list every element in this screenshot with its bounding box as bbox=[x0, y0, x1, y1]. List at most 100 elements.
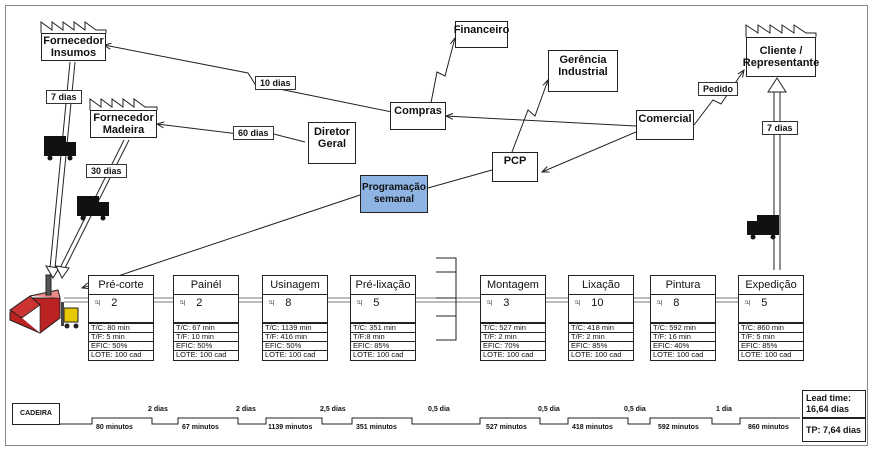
data-row-tf: T/F: 5 min bbox=[89, 332, 153, 342]
data-row-tf: T/F: 16 min bbox=[651, 332, 715, 342]
compras-box: Compras bbox=[390, 102, 446, 130]
compras-to-insumos-line bbox=[104, 45, 393, 113]
process-time: 860 minutos bbox=[748, 424, 789, 431]
fornecedor-madeira-roof bbox=[89, 98, 158, 110]
process-box: Expedição bbox=[738, 275, 804, 295]
process-box: Pré-lixação bbox=[350, 275, 416, 295]
truck-icon-2 bbox=[77, 196, 109, 221]
data-row-efic: EFIC: 85% bbox=[351, 341, 415, 351]
operator-icon: ♃ bbox=[267, 297, 276, 309]
lead-time-box: Lead time: 16,64 dias bbox=[802, 390, 866, 418]
wait-time: 1 dia bbox=[716, 406, 732, 413]
comercial-to-pcp-line bbox=[542, 131, 637, 172]
compras-to-financeiro-line bbox=[429, 38, 455, 109]
tp-box: TP: 7,64 dias bbox=[802, 418, 866, 442]
operator-icon: ♃ bbox=[178, 297, 187, 309]
operator-number: 10 bbox=[591, 297, 604, 309]
operator-count: ♃2 bbox=[88, 295, 154, 323]
process-box: Pintura bbox=[650, 275, 716, 295]
data-row-tc: T/C: 67 min bbox=[174, 323, 238, 333]
data-row-tc: T/C: 80 min bbox=[89, 323, 153, 333]
data-row-lote: LOTE: 100 cad bbox=[653, 350, 704, 359]
operator-number: 8 bbox=[673, 297, 680, 309]
fornecedor-insumos-roof bbox=[40, 21, 107, 33]
operator-icon: ♃ bbox=[573, 297, 582, 309]
operator-icon: ♃ bbox=[485, 297, 494, 309]
data-row-lote: LOTE: 100 cad bbox=[91, 350, 142, 359]
truck-icon-3 bbox=[747, 215, 779, 240]
comercial-to-cliente-line bbox=[693, 70, 744, 126]
operator-number: 2 bbox=[196, 297, 203, 309]
operator-count: ♃5 bbox=[350, 295, 416, 323]
financeiro-box: Financeiro bbox=[454, 21, 509, 48]
wait-time: 2 dias bbox=[236, 406, 256, 413]
comercial-box: Comercial bbox=[636, 110, 694, 140]
pcp-to-programacao-line bbox=[427, 169, 493, 189]
factory-icon bbox=[9, 274, 61, 334]
process-box: Painél bbox=[173, 275, 239, 295]
operator-number: 5 bbox=[761, 297, 768, 309]
label-10-dias: 10 dias bbox=[255, 76, 296, 90]
diagram-frame bbox=[5, 5, 868, 446]
wait-time: 0,5 dia bbox=[624, 406, 646, 413]
process-time: 527 minutos bbox=[486, 424, 527, 431]
timeline-step-line bbox=[60, 417, 800, 425]
pcp-box: PCP bbox=[492, 152, 538, 182]
operator-count: ♃8 bbox=[650, 295, 716, 323]
data-row-lote: LOTE: 100 cad bbox=[353, 350, 404, 359]
data-row-lote: LOTE: 100 cad bbox=[741, 350, 792, 359]
wait-time: 0,5 dia bbox=[538, 406, 560, 413]
process-box: Montagem bbox=[480, 275, 546, 295]
operator-icon: ♃ bbox=[743, 297, 752, 309]
process-time: 1139 minutos bbox=[268, 424, 313, 431]
data-row-tc: T/C: 351 min bbox=[351, 323, 415, 333]
data-row-tf: T/F: 5 min bbox=[739, 332, 803, 342]
data-row-lote: LOTE: 100 cad bbox=[176, 350, 227, 359]
operator-count: ♃8 bbox=[262, 295, 328, 323]
process-time: 351 minutos bbox=[356, 424, 397, 431]
operator-count: ♃ 10 bbox=[568, 295, 634, 323]
label-pedido: Pedido bbox=[698, 82, 739, 96]
data-row-tf: T/F: 2 min bbox=[569, 332, 633, 342]
data-row-tf: T/F: 10 min bbox=[174, 332, 238, 342]
gerencia-box: Gerência Industrial bbox=[548, 50, 618, 92]
wait-time: 0,5 dia bbox=[428, 406, 450, 413]
process-time: 592 minutos bbox=[658, 424, 699, 431]
process-time: 80 minutos bbox=[96, 424, 133, 431]
data-row-efic: EFIC: 50% bbox=[174, 341, 238, 351]
process-box: Usinagem bbox=[262, 275, 328, 295]
label-7-dias-cliente: 7 dias bbox=[762, 121, 798, 135]
operator-count: ♃5 bbox=[738, 295, 804, 323]
data-row-tf: T/F: 416 min bbox=[263, 332, 327, 342]
operator-icon: ♃ bbox=[655, 297, 664, 309]
operator-icon: ♃ bbox=[93, 297, 102, 309]
label-60-dias: 60 dias bbox=[233, 126, 274, 140]
data-row-tc: T/C: 527 min bbox=[481, 323, 545, 333]
wait-time: 2,5 dias bbox=[320, 406, 346, 413]
operator-number: 8 bbox=[285, 297, 292, 309]
process-box: Pré-corte bbox=[88, 275, 154, 295]
data-row-efic: EFIC: 40% bbox=[651, 341, 715, 351]
process-box: Lixação bbox=[568, 275, 634, 295]
wait-time: 2 dias bbox=[148, 406, 168, 413]
process-time: 67 minutos bbox=[182, 424, 219, 431]
lead-time-value: 16,64 dias bbox=[806, 404, 850, 414]
forklift-icon bbox=[61, 302, 79, 329]
fornecedor-madeira-box: Fornecedor Madeira bbox=[90, 110, 157, 138]
data-row-tf: T/F:8 min bbox=[351, 332, 415, 342]
data-row-efic: EFIC: 50% bbox=[263, 341, 327, 351]
data-row-tc: T/C: 418 min bbox=[569, 323, 633, 333]
label-7-dias-insumos: 7 dias bbox=[46, 90, 82, 104]
process-time: 418 minutos bbox=[572, 424, 613, 431]
truck-icon-1 bbox=[44, 136, 76, 161]
lead-time-label: Lead time: bbox=[806, 393, 852, 403]
data-row-efic: EFIC: 50% bbox=[89, 341, 153, 351]
data-row-tf: T/F: 2 min bbox=[481, 332, 545, 342]
cliente-roof bbox=[745, 24, 817, 37]
